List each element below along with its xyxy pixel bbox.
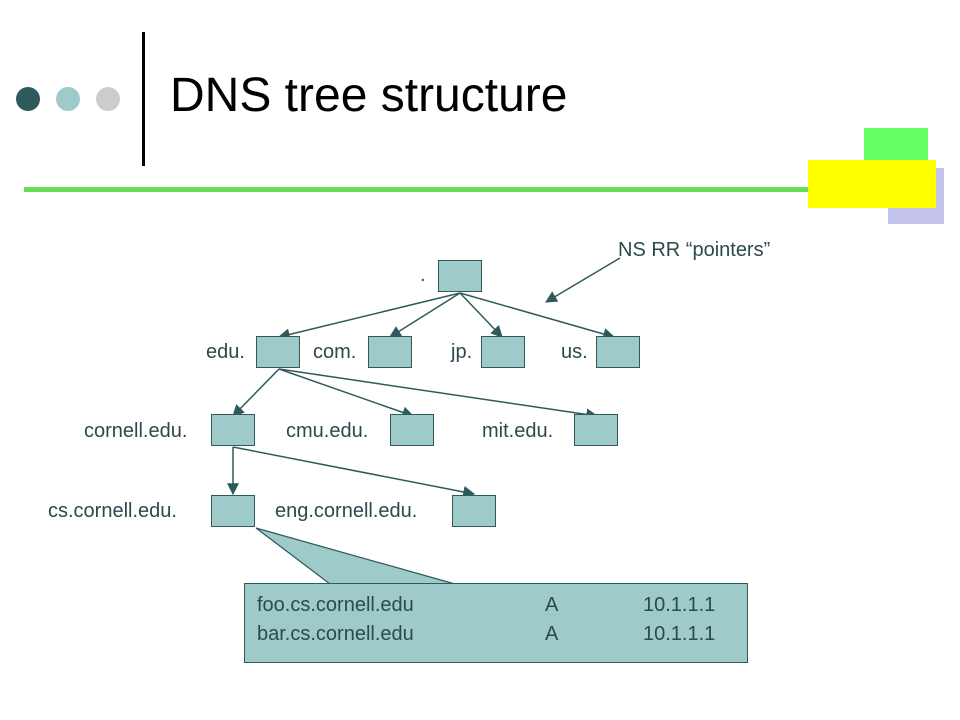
title-underline bbox=[24, 187, 824, 192]
records-callout-pointer bbox=[255, 527, 456, 585]
deco-square-yellow bbox=[808, 160, 936, 208]
record-type: A bbox=[545, 594, 559, 616]
node-label-cornell: cornell.edu. bbox=[84, 420, 188, 442]
link-root-us bbox=[459, 292, 616, 340]
link-root-com bbox=[388, 292, 461, 338]
node-label-us: us. bbox=[561, 341, 588, 363]
node-edu bbox=[256, 336, 300, 368]
link-edu-cornell bbox=[232, 368, 280, 417]
node-label-cs: cs.cornell.edu. bbox=[48, 500, 177, 522]
bullet-dot-teal bbox=[56, 87, 80, 111]
record-value: 10.1.1.1 bbox=[643, 623, 716, 645]
record-row: bar.cs.cornell.edu A 10.1.1.1 bbox=[257, 624, 737, 648]
ns-pointer-arrow bbox=[544, 257, 621, 303]
record-name: bar.cs.cornell.edu bbox=[257, 623, 414, 645]
node-label-jp: jp. bbox=[451, 341, 473, 363]
node-mit bbox=[574, 414, 618, 446]
record-name: foo.cs.cornell.edu bbox=[257, 594, 414, 616]
record-value: 10.1.1.1 bbox=[643, 594, 716, 616]
link-root-jp bbox=[459, 292, 503, 338]
node-label-cmu: cmu.edu. bbox=[286, 420, 369, 442]
node-label-eng: eng.cornell.edu. bbox=[275, 500, 418, 522]
link-root-edu bbox=[277, 292, 461, 341]
node-cmu bbox=[390, 414, 434, 446]
link-edu-cmu bbox=[278, 368, 415, 419]
bullet-dot-gray bbox=[96, 87, 120, 111]
node-label-edu: edu. bbox=[206, 341, 245, 363]
record-row: foo.cs.cornell.edu A 10.1.1.1 bbox=[257, 595, 737, 619]
slide-title: DNS tree structure bbox=[170, 69, 568, 122]
link-cornell-eng bbox=[232, 446, 476, 498]
node-root bbox=[438, 260, 482, 292]
node-cornell bbox=[211, 414, 255, 446]
node-label-com: com. bbox=[313, 341, 357, 363]
node-label-root: . bbox=[420, 264, 426, 286]
node-cs bbox=[211, 495, 255, 527]
resource-records-box: foo.cs.cornell.edu A 10.1.1.1 bar.cs.cor… bbox=[244, 583, 748, 663]
record-type: A bbox=[545, 623, 559, 645]
node-eng bbox=[452, 495, 496, 527]
node-label-mit: mit.edu. bbox=[482, 420, 554, 442]
link-edu-mit bbox=[278, 368, 599, 421]
ns-pointers-annotation: NS RR “pointers” bbox=[618, 239, 771, 261]
node-com bbox=[368, 336, 412, 368]
bullet-dot-dark bbox=[16, 87, 40, 111]
node-us bbox=[596, 336, 640, 368]
title-divider bbox=[142, 32, 145, 166]
node-jp bbox=[481, 336, 525, 368]
